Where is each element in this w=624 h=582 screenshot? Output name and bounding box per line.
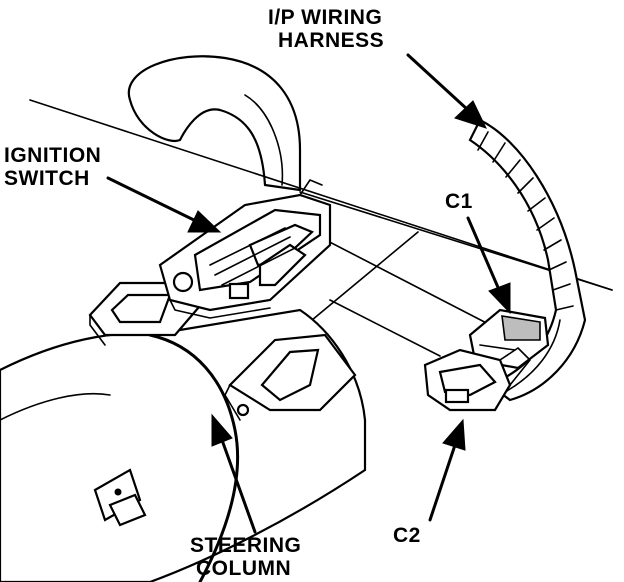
ip-wiring-harness-label-line-1: I/P WIRING <box>268 6 383 29</box>
c2-connector-drawing <box>423 347 531 412</box>
steering-column-label-line-2: COLUMN <box>196 557 292 580</box>
steering-column-label-line-1: STEERING <box>190 534 302 557</box>
ignition-switch-label: IGNITION SWITCH <box>4 144 101 190</box>
ignition-switch-label-line-2: SWITCH <box>4 167 90 190</box>
ip-wiring-harness-label: I/P WIRING HARNESS <box>268 6 384 52</box>
ip-wiring-harness-label-line-2: HARNESS <box>278 29 385 52</box>
column-bracket <box>127 55 302 192</box>
ignition-switch-label-line-1: IGNITION <box>4 144 102 167</box>
c1-label: C1 <box>445 190 473 213</box>
ignition-switch-drawing <box>158 179 332 319</box>
center-mount-bracket <box>224 333 357 421</box>
steering-column-label: STEERING COLUMN <box>190 534 301 580</box>
callout-arrows <box>106 53 511 534</box>
c2-label: C2 <box>393 524 421 547</box>
